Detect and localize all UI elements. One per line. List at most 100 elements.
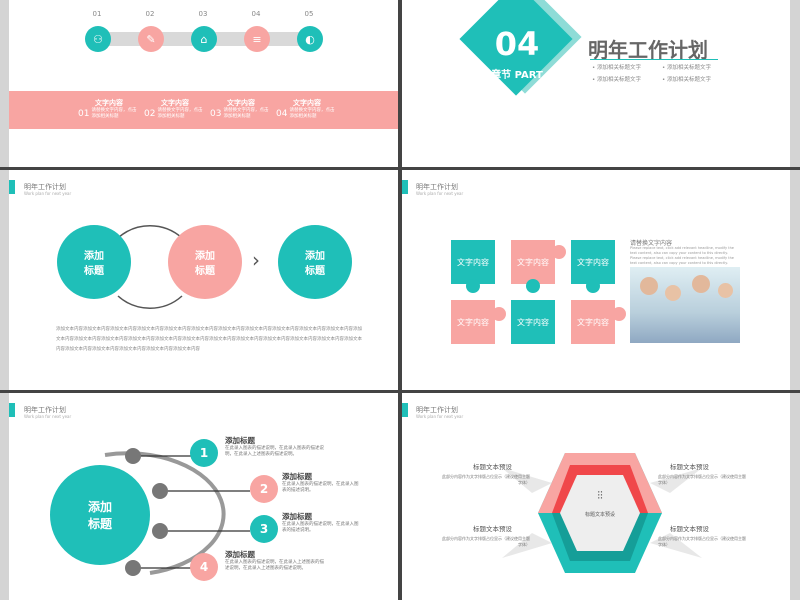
band-item-number: 02	[144, 109, 156, 119]
list-item: 添加标题 在此录入图表的描述说明，在此录入上述图表的描述说明，在此录入上述图表的…	[225, 549, 325, 572]
header-accent	[9, 403, 15, 417]
callout-text: 此部分内容作为文字排版占位显示（建议使用主题字体）	[658, 536, 746, 547]
pencil-icon: ✎	[138, 26, 164, 52]
puzzle-knob	[526, 279, 540, 293]
puzzle-knob	[612, 307, 626, 321]
text-body: Please replace text, click add relevant …	[630, 246, 734, 265]
list-item-text: 在此录入图表的描述说明，在此录入图表的描述说明，在此录入上述图表的描述说明。	[225, 446, 324, 457]
header-title: 明年工作计划	[416, 406, 458, 414]
text-title: 请替换文字内容	[630, 240, 673, 247]
step-badge-2: 2	[250, 475, 278, 503]
puzzle-piece-6: 文字内容	[571, 300, 615, 344]
list-item-title: 添加标题	[282, 512, 312, 521]
circle-1: 添加 标题	[57, 225, 131, 299]
hex-callout: 标题文本预设 此部分内容作为文字排版占位显示（建议使用主题字体）	[658, 461, 748, 486]
puzzle-piece-4: 文字内容	[451, 300, 495, 344]
header-subtitle: Work plan for next year	[416, 191, 464, 196]
slide-6-hexagon[interactable]: 明年工作计划 Work plan for next year ⫶⫶ 标题文本预设…	[402, 393, 800, 600]
list-item: 添加标题 在此录入图表的描述说明，在此录入图表的描述说明，在此录入上述图表的描述…	[225, 435, 325, 458]
bullet-text: 添加相关标题文字	[667, 77, 712, 83]
puzzle-knob	[552, 245, 566, 259]
network-icon: ⚇	[85, 26, 111, 52]
band-item-text: 请替换文字内容，点击添加相关标题	[91, 108, 137, 119]
list-item: 添加标题 在此录入图表的描述说明，在此录入图表的描述说明。	[282, 471, 362, 494]
callout-title: 标题文本预设	[670, 463, 709, 471]
bullet-text: 添加相关标题文字	[667, 65, 712, 71]
header-accent	[402, 403, 408, 417]
callout-text: 此部分内容作为文字排版占位显示（建议使用主题字体）	[658, 474, 746, 485]
bullet-text: 添加相关标题文字	[597, 77, 642, 83]
slide-5-list[interactable]: 明年工作计划 Work plan for next year 添加 标题 1 添…	[0, 393, 398, 600]
bullet-item: • 添加相关标题文字	[592, 77, 642, 83]
list-item-title: 添加标题	[282, 472, 312, 481]
slide-3-circles[interactable]: 明年工作计划 Work plan for next year 添加 标题 添加 …	[0, 170, 398, 390]
list-item-text: 在此录入图表的描述说明，在此录入图表的描述说明。	[282, 522, 359, 533]
callout-title: 标题文本预设	[670, 525, 709, 533]
gutter	[790, 393, 800, 600]
body-text: 添加文本内容添加文本内容添加文本内容添加文本内容添加文本内容添加文本内容添加文本…	[56, 327, 362, 352]
header-subtitle: Work plan for next year	[416, 414, 464, 419]
header-subtitle: Work plan for next year	[24, 191, 72, 196]
chapter-number: 04	[494, 25, 540, 63]
band-item-text: 请替换文字内容，点击添加相关标题	[157, 108, 203, 119]
circle-3: 添加 标题	[278, 225, 352, 299]
list-item: 添加标题 在此录入图表的描述说明，在此录入图表的描述说明。	[282, 511, 362, 534]
hexagon-center-label: 标题文本预设	[584, 512, 615, 518]
hex-callout: 标题文本预设 此部分内容作为文字排版占位显示（建议使用主题字体）	[440, 523, 530, 548]
puzzle-knob	[586, 279, 600, 293]
step-number: 01	[92, 10, 102, 18]
band-item-text: 请替换文字内容，点击添加相关标题	[289, 108, 335, 119]
list-item-text: 在此录入图表的描述说明，在此录入上述图表的描述说明，在此录入上述图表的描述说明。	[225, 560, 324, 571]
step-badge-3: 3	[250, 515, 278, 543]
hex-callout: 标题文本预设 此部分内容作为文字排版占位显示（建议使用主题字体）	[440, 461, 530, 486]
hex-callout: 标题文本预设 此部分内容作为文字排版占位显示（建议使用主题字体）	[658, 523, 748, 548]
sliders-icon: ⫶⫶	[597, 489, 603, 502]
step-number: 04	[251, 10, 261, 18]
band-item-title: 文字内容	[161, 99, 189, 107]
band-item-number: 04	[276, 109, 288, 119]
bullet-item: • 添加相关标题文字	[662, 77, 712, 83]
slide-2-chapter[interactable]: 04 章节 PART 明年工作计划 • 添加相关标题文字• 添加相关标题文字• …	[402, 0, 800, 167]
step-badge-4: 4	[190, 553, 218, 581]
header-accent	[402, 180, 408, 194]
gutter	[0, 170, 9, 390]
step-number: 03	[198, 10, 208, 18]
megaphone-icon: ◐	[297, 26, 323, 52]
step-number: 05	[304, 10, 314, 18]
home-icon: ⌂	[191, 26, 217, 52]
step-badge-1: 1	[190, 439, 218, 467]
puzzle-knob	[492, 307, 506, 321]
band-item-text: 请替换文字内容，点击添加相关标题	[223, 108, 269, 119]
step-number: 02	[145, 10, 155, 18]
list-item-title: 添加标题	[225, 436, 255, 445]
stack-icon: ≡	[244, 26, 270, 52]
puzzle-piece-1: 文字内容	[451, 240, 495, 284]
slide-4-puzzle[interactable]: 明年工作计划 Work plan for next year 文字内容 文字内容…	[402, 170, 800, 390]
main-circle: 添加 标题	[50, 465, 150, 565]
puzzle-piece-5: 文字内容	[511, 300, 555, 344]
header-title: 明年工作计划	[416, 183, 458, 191]
band-item-number: 01	[78, 109, 90, 119]
band-item-title: 文字内容	[293, 99, 321, 107]
header-title: 明年工作计划	[24, 406, 66, 414]
puzzle-knob	[466, 279, 480, 293]
gutter	[0, 393, 9, 600]
list-item-title: 添加标题	[225, 550, 255, 559]
bullet-item: • 添加相关标题文字	[592, 65, 642, 71]
callout-title: 标题文本预设	[473, 463, 512, 471]
chapter-part: 章节 PART	[491, 70, 543, 81]
list-item-text: 在此录入图表的描述说明，在此录入图表的描述说明。	[282, 482, 359, 493]
chevron-right-icon: ›	[252, 248, 260, 272]
gutter	[0, 0, 9, 167]
team-photo	[630, 267, 740, 343]
puzzle-piece-3: 文字内容	[571, 240, 615, 284]
callout-text: 此部分内容作为文字排版占位显示（建议使用主题字体）	[442, 474, 530, 485]
connector-arc	[104, 448, 250, 576]
callout-title: 标题文本预设	[473, 525, 512, 533]
title-underline	[590, 59, 718, 60]
bullet-item: • 添加相关标题文字	[662, 65, 712, 71]
